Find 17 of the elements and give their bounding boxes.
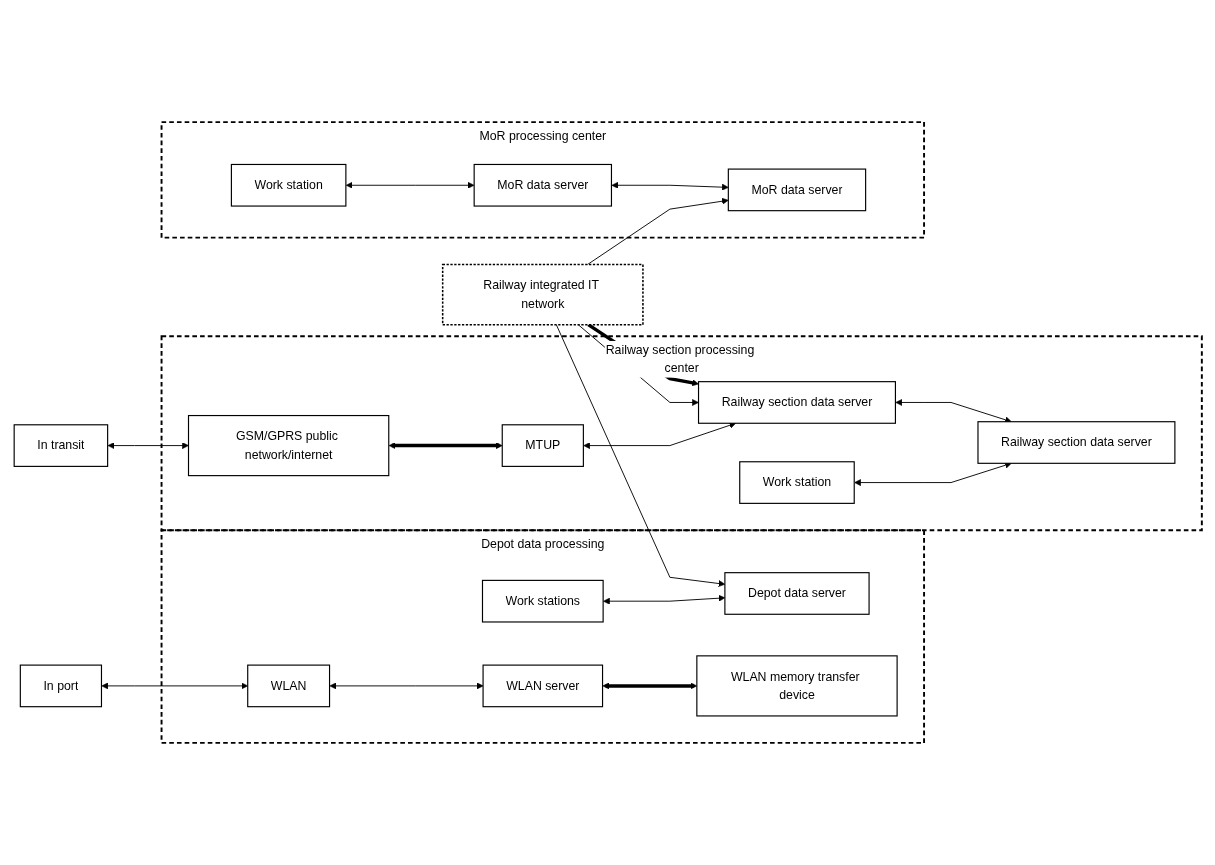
node-box: MoR data server [727, 168, 866, 212]
node-box: In transit [13, 424, 108, 467]
node-box: In port [19, 664, 102, 708]
node-box: Railway integrated IT network [441, 263, 644, 326]
node-box: Work stations [481, 579, 604, 623]
node-box: WLAN memory transfer device [695, 655, 898, 717]
node-box: Work station [230, 163, 346, 207]
node-box: Railway section data server [697, 381, 896, 424]
node-box: MTUP [501, 424, 584, 467]
node-box: WLAN server [482, 664, 603, 708]
node-box: Railway section data server [976, 421, 1175, 464]
node-box: MoR data server [473, 163, 612, 207]
node-box: Depot data server [723, 572, 870, 615]
node-box: WLAN [246, 664, 330, 708]
node-box: GSM/GPRS public network/internet [187, 415, 389, 477]
arrow [602, 682, 697, 690]
node-box: Work station [738, 461, 855, 504]
